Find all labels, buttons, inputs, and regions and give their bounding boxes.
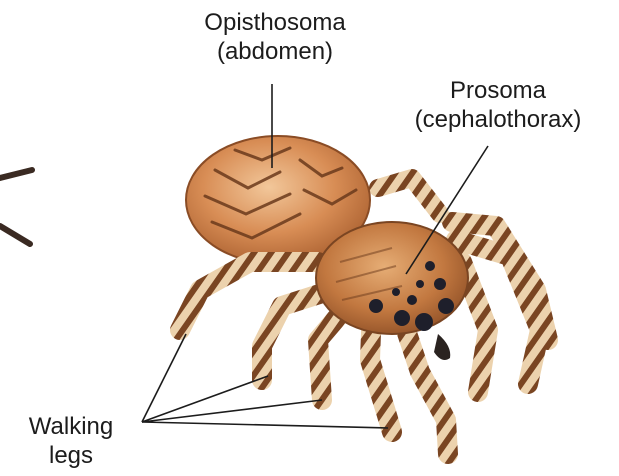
opisthosoma-label-line2: (abdomen) xyxy=(160,37,390,66)
prosoma-label: Prosoma (cephalothorax) xyxy=(378,76,618,134)
walking-legs-label-line2: legs xyxy=(0,441,142,470)
fang xyxy=(434,334,450,360)
prosoma-label-line2: (cephalothorax) xyxy=(378,105,618,134)
opisthosoma-label-line1: Opisthosoma xyxy=(160,8,390,37)
partial-legs-left-edge xyxy=(0,170,32,244)
opisthosoma-label: Opisthosoma (abdomen) xyxy=(160,8,390,66)
prosoma-label-line1: Prosoma xyxy=(378,76,618,105)
walking-legs-label-line1: Walking xyxy=(0,412,142,441)
prosoma-cephalothorax xyxy=(316,222,468,334)
walking-legs-label: Walking legs xyxy=(0,412,142,470)
